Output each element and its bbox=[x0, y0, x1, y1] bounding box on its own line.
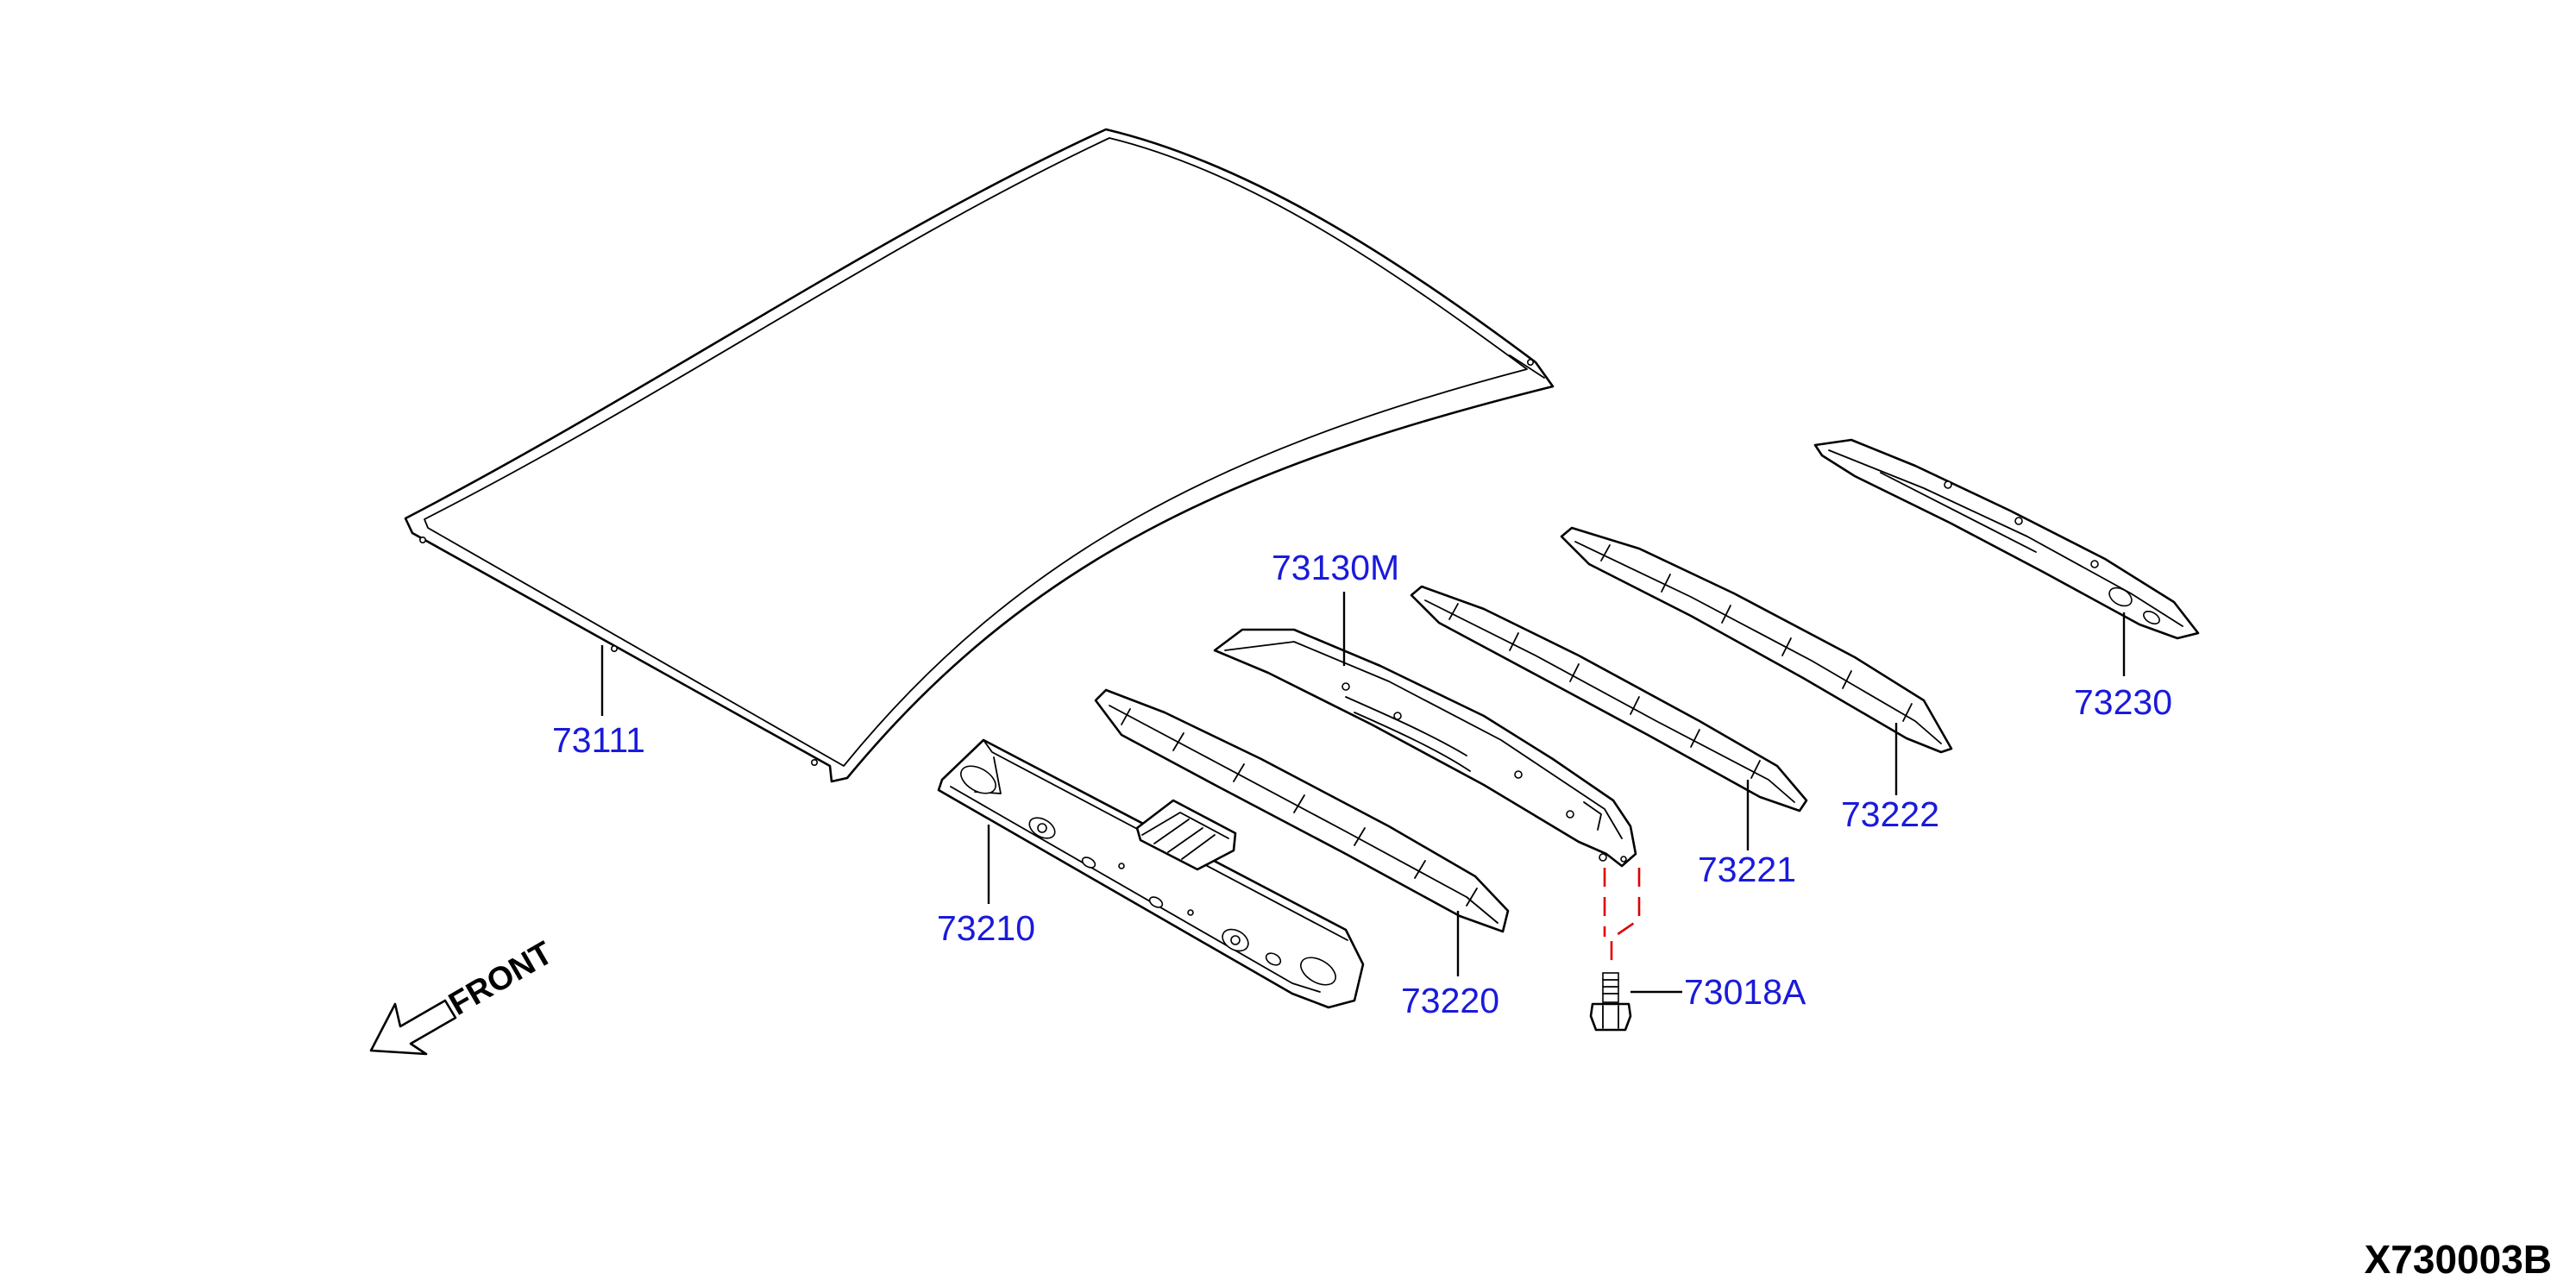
roof-panel bbox=[404, 128, 1555, 783]
callout-73130m: 73130M bbox=[1272, 548, 1399, 587]
leader-lines bbox=[600, 592, 2126, 994]
front-roof-rail bbox=[937, 738, 1365, 1009]
callout-73018a: 73018A bbox=[1684, 972, 1806, 1012]
callout-73210: 73210 bbox=[937, 908, 1035, 948]
part-callouts: 73111 73210 73220 73130M 73221 73222 732… bbox=[552, 548, 2172, 1020]
diagram-code: X730003B bbox=[2365, 1237, 2552, 1280]
bolt-73018a bbox=[1589, 868, 1641, 1032]
roof-bow-73221 bbox=[1410, 585, 1808, 813]
callout-73221: 73221 bbox=[1698, 850, 1796, 889]
callout-73230: 73230 bbox=[2074, 682, 2172, 722]
rear-roof-rail bbox=[1813, 438, 2200, 640]
callout-73220: 73220 bbox=[1401, 981, 1499, 1020]
front-direction-arrow: FRONT bbox=[369, 935, 559, 1056]
callout-73222: 73222 bbox=[1841, 794, 1939, 834]
front-direction-label: FRONT bbox=[443, 935, 559, 1023]
roof-bow-73130m bbox=[1213, 628, 1637, 868]
callout-73111: 73111 bbox=[552, 720, 645, 760]
roof-bow-73222 bbox=[1560, 526, 1953, 754]
roof-bow-73220 bbox=[1094, 688, 1510, 933]
